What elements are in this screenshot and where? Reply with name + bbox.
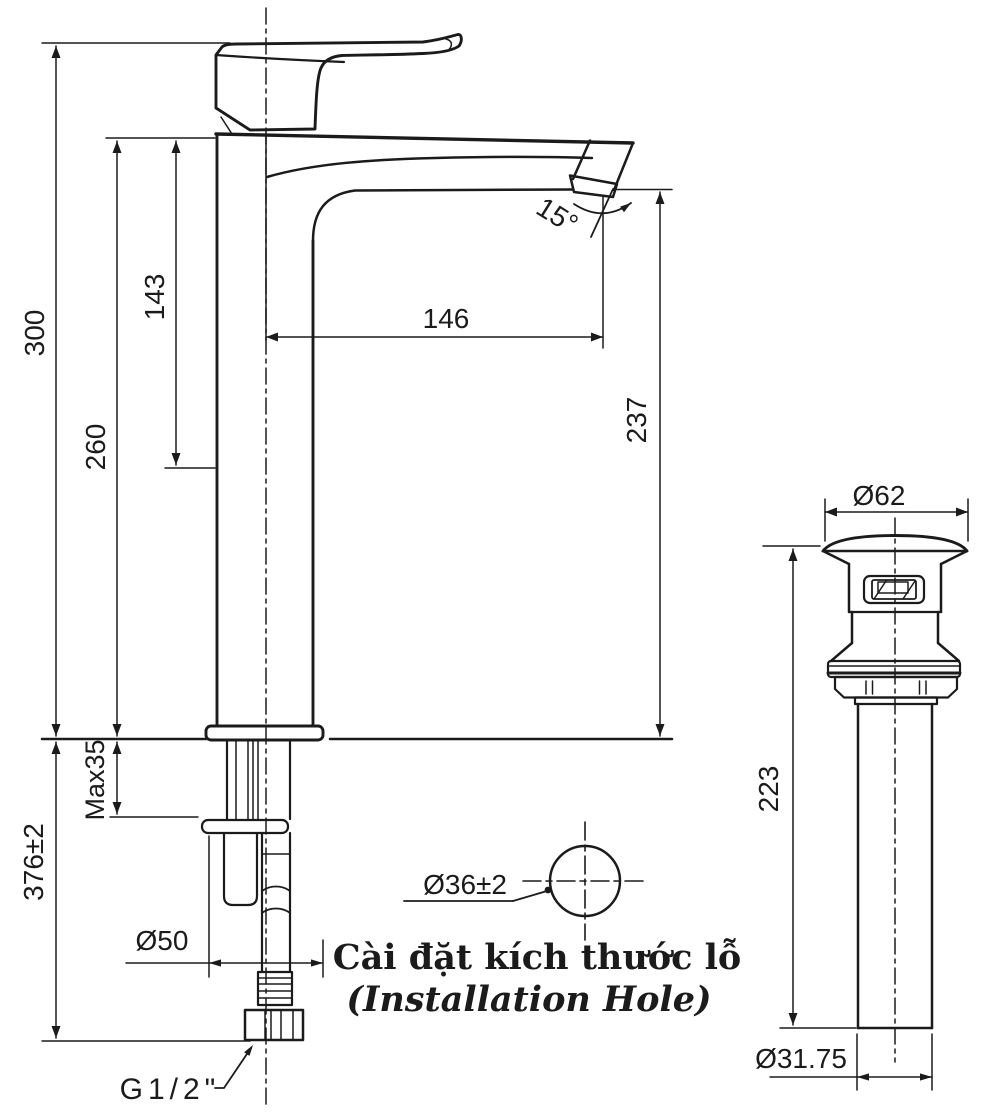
dim-label-body-height: 260 <box>80 424 111 471</box>
hose-crimp-sleeve <box>256 970 294 1007</box>
mounting-washer-plate <box>200 818 290 835</box>
spout-endcap-right-face <box>612 141 635 192</box>
thread-leader-line <box>214 1047 252 1089</box>
dim-label-spout-reach: 146 <box>423 303 470 334</box>
spout-endcap-left-face <box>571 139 592 181</box>
d50-arrow-left <box>209 959 221 967</box>
aerator-outlet <box>568 174 619 199</box>
drain-overflow-window <box>862 574 926 605</box>
caption-english: (Installation Hole) <box>346 979 711 1020</box>
faucet-side-view <box>40 33 674 1042</box>
spout-bottom-edge <box>311 188 574 243</box>
dim-label-flange-diameter: Ø62 <box>853 480 906 511</box>
mounting-stud <box>222 831 259 907</box>
d3175-arrow-right <box>920 1073 932 1081</box>
faucet-dimensions-right: 146 237 15° <box>265 188 673 737</box>
hose-connector-nut <box>243 1008 305 1042</box>
thread-label: G1/2" <box>120 1073 221 1106</box>
installation-hole-detail: Ø36±2 Cài đặt kích thước lỗ (Installatio… <box>333 821 742 1020</box>
escutcheon-base <box>204 724 325 742</box>
spout-mid-line <box>265 155 594 179</box>
drain-dimensions: Ø62 223 Ø31.75 <box>753 480 969 1091</box>
drain-locknut <box>833 675 959 699</box>
dim-label-body-length: 223 <box>753 766 784 813</box>
spout-top-edge <box>214 132 635 145</box>
handle-chamfer-line <box>220 116 233 135</box>
dim-label-base-diameter: Ø50 <box>136 925 189 956</box>
centerlines <box>265 7 896 1106</box>
drain-flange-dome <box>821 534 969 553</box>
drain-plug-detail <box>877 581 909 594</box>
drain-window-inner <box>871 579 917 600</box>
handle-lever-outline <box>214 33 463 132</box>
drain-step <box>853 696 939 706</box>
handle-tip-inner-line <box>445 38 453 51</box>
hole-leader-line <box>512 890 548 902</box>
dim-label-outlet-height: 237 <box>621 397 652 444</box>
d50-arrow-right <box>311 959 323 967</box>
hole-leader-dot <box>544 886 552 894</box>
dim-label-total-height: 300 <box>19 310 50 357</box>
caption-vietnamese: Cài đặt kích thước lỗ <box>333 937 742 978</box>
faucet-dimensions-left: 300 260 143 376±2 Max35 Ø50 G1/2" <box>18 42 324 1106</box>
drain-gasket-stack <box>826 659 962 679</box>
drain-assembly-view <box>821 534 969 1030</box>
dim-label-outlet-angle: 15° <box>531 191 583 240</box>
dim-label-height-with-supply: 376±2 <box>18 823 49 901</box>
dim-label-hole-diameter: Ø36±2 <box>423 869 507 900</box>
angle-arc-arrow <box>620 203 631 213</box>
handle-block-seam <box>214 53 346 64</box>
thread-leader-arrow <box>244 1045 253 1056</box>
d3175-arrow-left <box>857 1073 869 1081</box>
outlet-angle-detail: 15° <box>531 188 632 240</box>
dim-label-upper-body: 143 <box>139 274 170 321</box>
dim-label-tailpipe-diameter: Ø31.75 <box>755 1043 847 1074</box>
under-counter-assembly <box>200 738 305 1042</box>
dim-label-max-counter: Max35 <box>80 739 110 820</box>
